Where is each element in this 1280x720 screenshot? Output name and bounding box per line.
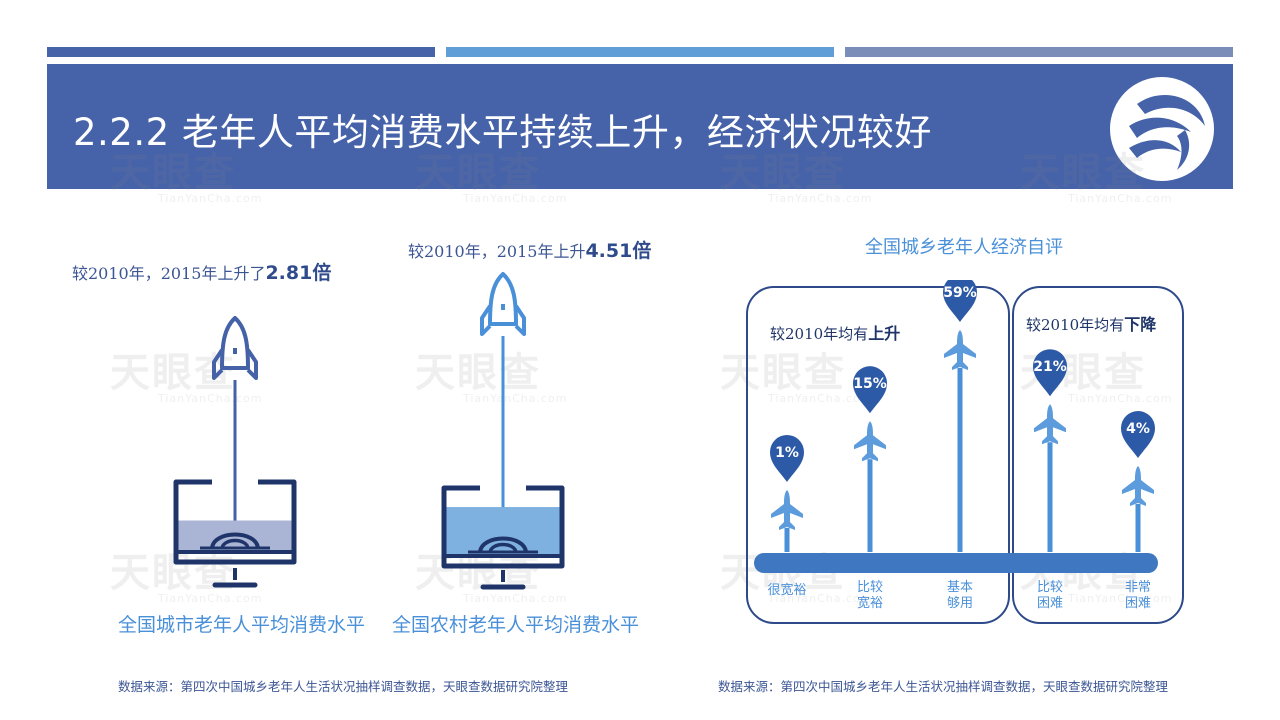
rocket-icon [212,316,258,380]
category-label: 很宽裕 [767,583,807,598]
value-pin [1033,349,1067,397]
plane-icon [771,490,803,530]
city-consumption-label: 全国城市老年人平均消费水平 [118,614,366,636]
top-stripe-3 [845,47,1233,57]
chart-title: 全国城乡老年人经济自评 [865,237,1063,258]
right-source-note: 数据来源：第四次中国城乡老年人生活状况抽样调查数据，天眼查数据研究院整理 [718,679,1169,694]
rise-group-panel [746,286,1010,624]
value-label: 21% [1033,359,1067,375]
decline-group-panel [1012,286,1184,624]
ground-bar [754,553,1158,573]
rural-consumption-label: 全国农村老年人平均消费水平 [392,614,640,636]
value-label: 59% [943,285,977,301]
value-pin [943,280,977,322]
bar-基本够用: 59% [943,280,977,552]
value-label: 1% [775,445,799,461]
rocket-icon [480,272,526,336]
category-label: 比较宽裕 [856,580,883,611]
plane-icon [1122,466,1154,507]
decline-group-label: 较2010年均有下降 [1026,315,1157,334]
bar-非常困难: 4% [1121,411,1155,552]
bar-比较宽裕: 15% [853,366,887,552]
value-label: 15% [853,376,887,392]
title-banner: 2.2.2 老年人平均消费水平持续上升，经济状况较好 [47,64,1233,189]
page-title: 2.2.2 老年人平均消费水平持续上升，经济状况较好 [73,111,932,154]
value-pin [1121,411,1155,459]
monitor-icon [441,485,565,590]
bar-很宽裕: 1% [770,435,804,552]
plane-icon [944,330,976,370]
tianyancha-logo-icon [1110,77,1214,181]
rise-group-label: 较2010年均有上升 [770,324,901,343]
category-label: 非常困难 [1124,580,1151,611]
category-label: 基本够用 [946,580,973,611]
top-stripe-1 [47,47,435,57]
top-stripe-2 [446,47,834,57]
monitor-icon [173,479,297,588]
city-rocket-monitor-illustration [173,316,297,588]
rural-growth-caption: 较2010年，2015年上升4.51倍 [408,240,652,262]
rural-rocket-monitor-illustration [441,272,565,590]
plane-icon [1034,404,1066,445]
plane-bar-chart: 1% 15% 59% 21% 4% [754,280,1158,573]
rural-growth-value: 4.51倍 [585,240,652,262]
city-growth-caption: 较2010年，2015年上升了2.81倍 [72,262,332,284]
value-label: 4% [1126,421,1150,437]
left-source-note: 数据来源：第四次中国城乡老年人生活状况抽样调查数据，天眼查数据研究院整理 [118,679,569,694]
plane-icon [854,421,886,462]
category-label: 比较困难 [1036,580,1063,611]
value-pin [770,435,804,482]
city-growth-value: 2.81倍 [265,262,332,284]
bar-比较困难: 21% [1033,349,1067,552]
value-pin [853,366,887,414]
